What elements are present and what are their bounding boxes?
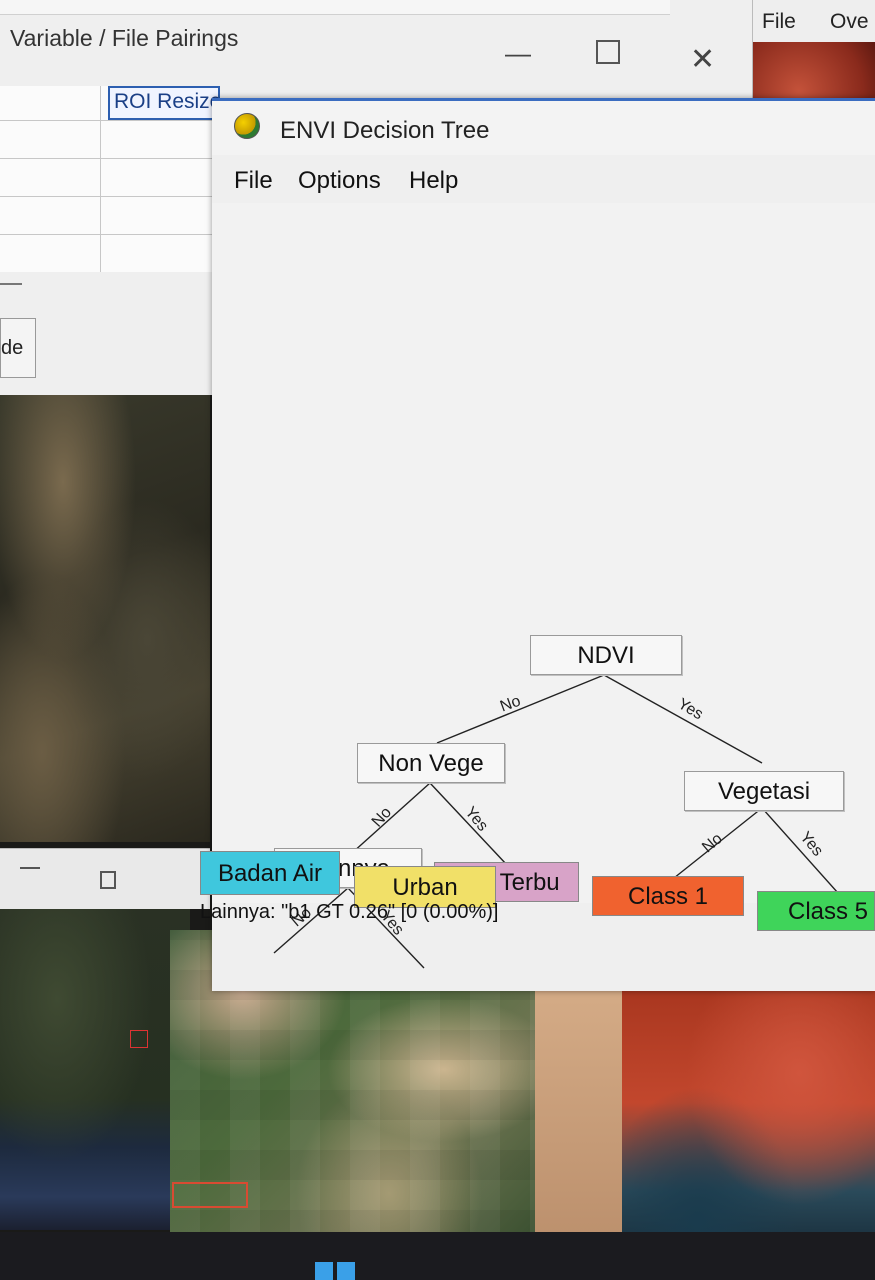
- maximize-icon[interactable]: [100, 871, 116, 889]
- edge-lainnya-no: [273, 887, 349, 954]
- tree-leaf-badan-air[interactable]: Badan Air: [200, 851, 340, 895]
- branch-label-no: No: [498, 693, 523, 716]
- status-bar: Lainnya: "b1 GT 0.26" [0 (0.00%)]: [200, 901, 875, 941]
- close-button[interactable]: ✕: [690, 43, 716, 76]
- image-toolbar-indicator: [172, 1182, 248, 1208]
- back-window-menubar: File Ove: [750, 0, 875, 42]
- tree-canvas[interactable]: No Yes No Yes No Yes No Yes NDVI Non Veg…: [212, 203, 875, 969]
- edge-nonvege-no: [351, 782, 431, 854]
- branch-label-yes: Yes: [675, 696, 706, 724]
- window-title: ENVI Decision Tree: [280, 117, 490, 144]
- menu-bar: File Options Help: [212, 159, 875, 203]
- roi-marker: [130, 1030, 148, 1048]
- background-false-color-image: [622, 985, 875, 1280]
- taskbar: [0, 1232, 875, 1280]
- menu-file[interactable]: File: [762, 10, 796, 33]
- edge-vegetasi-no: [673, 807, 763, 879]
- start-icon[interactable]: [315, 1262, 355, 1280]
- branch-label-no: No: [699, 830, 726, 856]
- menu-help[interactable]: Help: [409, 167, 459, 194]
- tree-node-non-vege[interactable]: Non Vege: [357, 743, 505, 783]
- divider: [0, 283, 22, 285]
- branch-label-yes: Yes: [461, 804, 491, 835]
- status-text: Lainnya: "b1 GT 0.26" [0 (0.00%)]: [200, 901, 499, 923]
- envi-decision-tree-window: ENVI Decision Tree File Options Help No …: [200, 98, 875, 991]
- edge-nonvege-yes: [429, 782, 508, 866]
- partial-button[interactable]: de: [0, 318, 36, 378]
- tree-node-vegetasi[interactable]: Vegetasi: [684, 771, 844, 811]
- tree-node-ndvi[interactable]: NDVI: [530, 635, 682, 675]
- menu-file[interactable]: File: [234, 167, 273, 194]
- branch-label-yes: Yes: [796, 829, 826, 860]
- edge-ndvi-no: [436, 674, 605, 744]
- tree-leaf-urban[interactable]: Urban: [354, 866, 496, 908]
- minimized-window-bar: [0, 848, 210, 909]
- background-terrain-image: [0, 392, 210, 842]
- window-title: Variable / File Pairings: [10, 25, 239, 51]
- window-top-strip: [0, 0, 670, 15]
- minimize-icon[interactable]: [20, 867, 40, 869]
- menu-overlay[interactable]: Ove: [830, 10, 869, 33]
- tree-leaf-class-1[interactable]: Class 1: [592, 876, 744, 916]
- maximize-button[interactable]: [596, 40, 620, 64]
- column-header-roi-resize[interactable]: ROI Resize: [108, 86, 220, 120]
- background-satellite-image: [0, 900, 190, 1230]
- branch-label-no: No: [369, 804, 395, 831]
- title-bar: ENVI Decision Tree: [212, 101, 875, 155]
- tree-edges: No Yes No Yes No Yes No Yes: [273, 674, 839, 969]
- tree-leaf-class-5[interactable]: Class 5: [757, 891, 875, 931]
- edge-vegetasi-yes: [761, 807, 839, 894]
- edge-ndvi-yes: [603, 674, 763, 764]
- minimize-button[interactable]: —: [505, 38, 531, 68]
- menu-options[interactable]: Options: [298, 167, 381, 194]
- envi-logo-icon: [234, 113, 260, 139]
